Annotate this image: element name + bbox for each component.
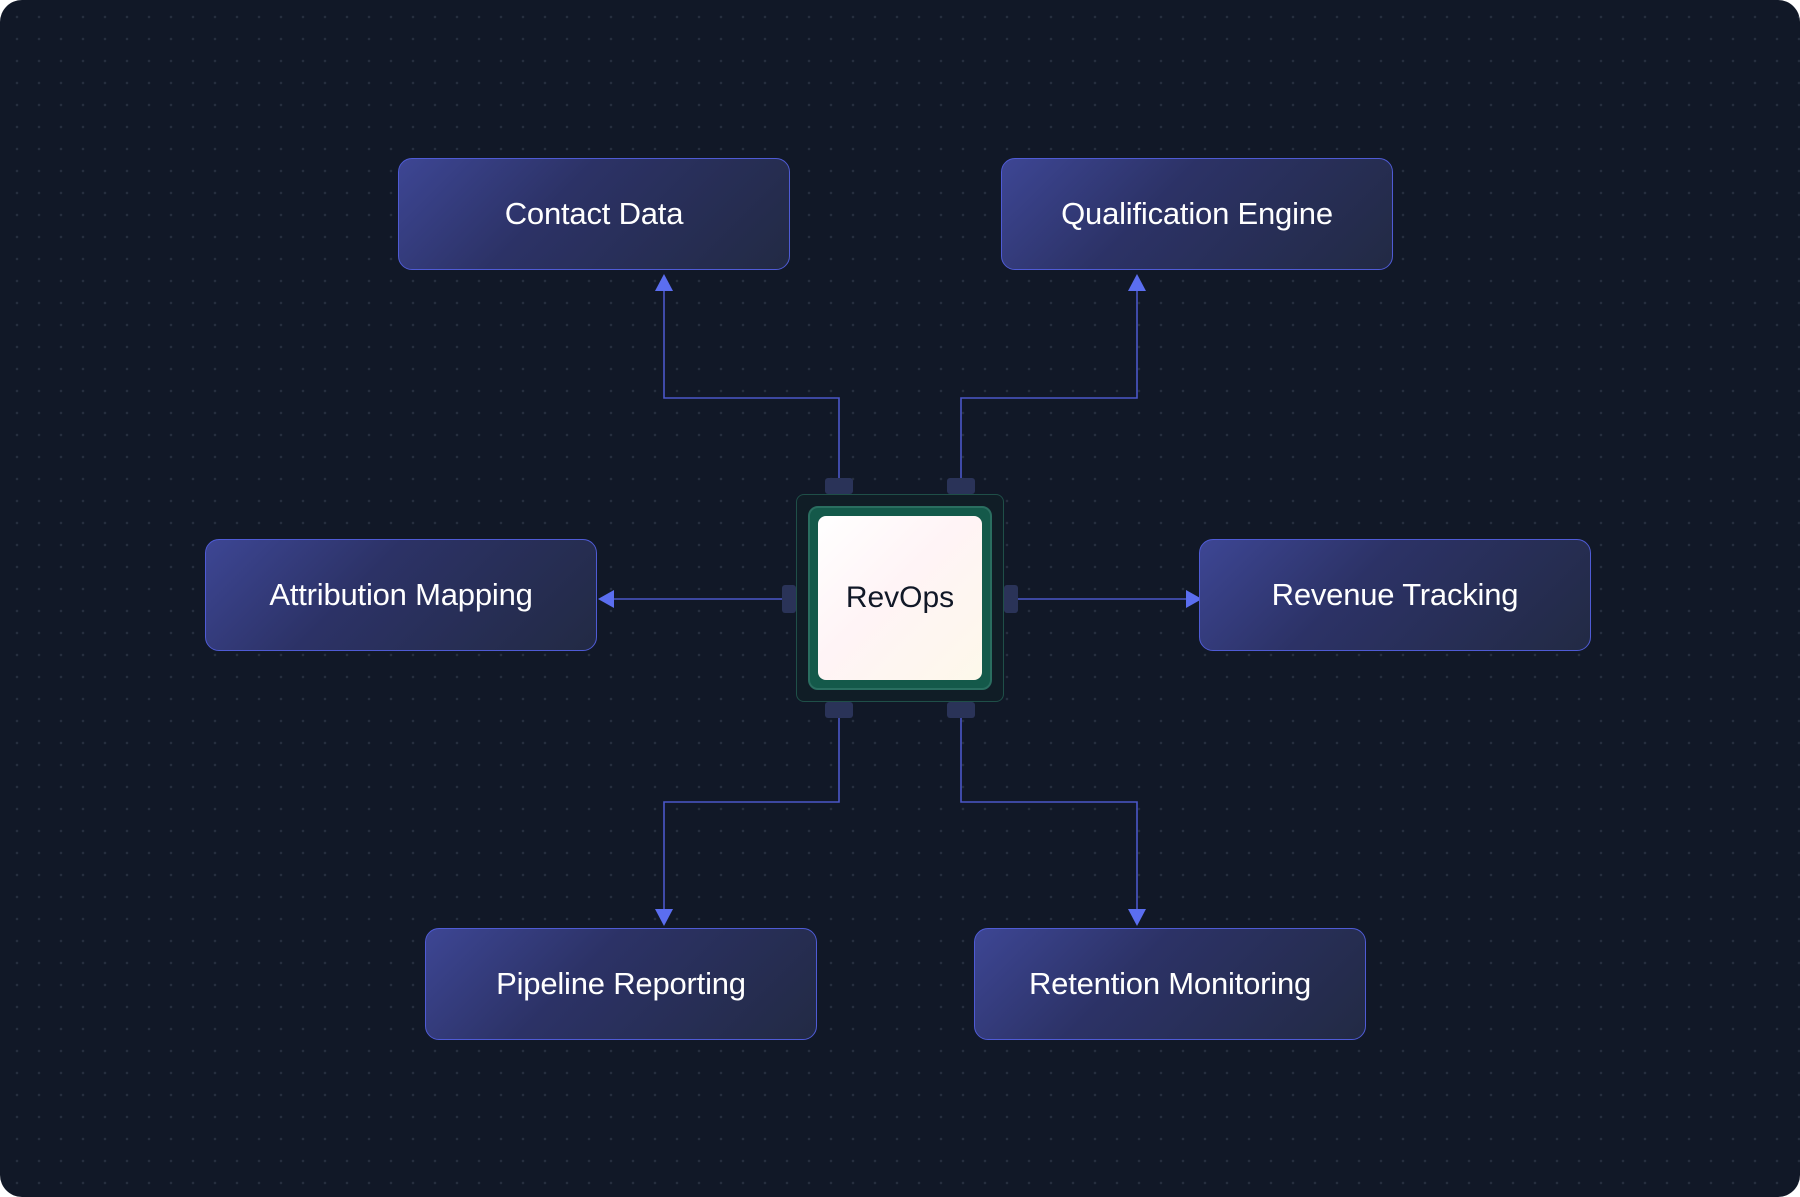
arrowhead-contact-data — [655, 274, 673, 291]
node-contact-data[interactable]: Contact Data — [398, 158, 790, 270]
arrowhead-qualification-engine — [1128, 274, 1146, 291]
hub-pin-top-right — [947, 478, 975, 494]
connector-pipeline-reporting — [663, 718, 840, 910]
node-attribution-mapping[interactable]: Attribution Mapping — [205, 539, 597, 651]
connector-contact-data — [663, 290, 840, 478]
hub-pin-top-left — [825, 478, 853, 494]
arrowhead-revenue-tracking — [1186, 590, 1202, 608]
arrowhead-attribution-mapping — [598, 590, 614, 608]
hub-pin-bottom-left — [825, 702, 853, 718]
hub-revops[interactable]: RevOps — [818, 516, 982, 680]
node-qualification-engine[interactable]: Qualification Engine — [1001, 158, 1393, 270]
hub-pin-right — [1004, 585, 1018, 613]
connector-qualification-engine — [960, 290, 1138, 478]
connector-retention-monitoring — [960, 718, 1138, 910]
hub-pin-bottom-right — [947, 702, 975, 718]
arrowhead-retention-monitoring — [1128, 909, 1146, 926]
node-revenue-tracking[interactable]: Revenue Tracking — [1199, 539, 1591, 651]
hub-pin-left — [782, 585, 796, 613]
node-retention-monitoring[interactable]: Retention Monitoring — [974, 928, 1366, 1040]
node-pipeline-reporting[interactable]: Pipeline Reporting — [425, 928, 817, 1040]
arrowhead-pipeline-reporting — [655, 909, 673, 926]
